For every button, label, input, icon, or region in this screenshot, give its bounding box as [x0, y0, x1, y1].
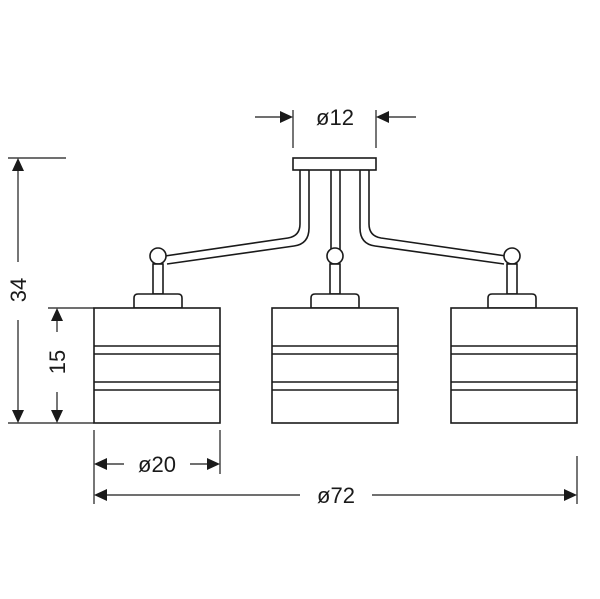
shade-height-arrow-top	[51, 308, 63, 321]
shade-height-label: 15	[45, 350, 70, 374]
center-joint-ball	[326, 247, 344, 265]
shade-arrow-right	[207, 458, 220, 470]
shade-diameter-dimension: ø20	[93, 430, 221, 477]
height-arrow-top	[12, 158, 24, 171]
left-arm-inner	[166, 170, 310, 265]
lamp-left	[93, 247, 221, 424]
canopy-arrow-left	[280, 111, 293, 123]
lamp-center	[271, 247, 399, 424]
canopy-plate	[292, 157, 377, 171]
right-joint-ball	[503, 247, 521, 265]
left-socket-cap	[133, 293, 183, 309]
right-shade	[450, 307, 578, 424]
center-stem	[329, 263, 341, 295]
width-arrow-right	[564, 489, 577, 501]
right-arm-outer	[368, 170, 507, 257]
lamp-right	[450, 247, 578, 424]
lamp-arms	[164, 169, 507, 265]
shade-arrow-left	[94, 458, 107, 470]
left-joint-ball	[149, 247, 167, 265]
width-arrow-left	[94, 489, 107, 501]
right-arm-inner	[359, 170, 505, 265]
left-arm-outer	[164, 170, 301, 257]
left-shade	[93, 307, 221, 424]
total-width-dimension: ø72	[93, 456, 578, 508]
center-shade	[271, 307, 399, 424]
height-arrow-bottom	[12, 410, 24, 423]
shade-diameter-label: ø20	[138, 452, 176, 477]
right-stem	[506, 263, 518, 295]
total-width-label: ø72	[317, 483, 355, 508]
shade-height-arrow-bottom	[51, 410, 63, 423]
canopy-diameter-dimension: ø12	[255, 105, 416, 148]
shade-height-dimension: 15	[45, 307, 94, 423]
left-stem	[152, 263, 164, 295]
total-height-dimension: 34	[6, 157, 94, 424]
canopy-arrow-right	[376, 111, 389, 123]
right-socket-cap	[487, 293, 537, 309]
total-height-label: 34	[6, 278, 31, 302]
center-socket-cap	[310, 293, 360, 309]
canopy-diameter-label: ø12	[316, 105, 354, 130]
